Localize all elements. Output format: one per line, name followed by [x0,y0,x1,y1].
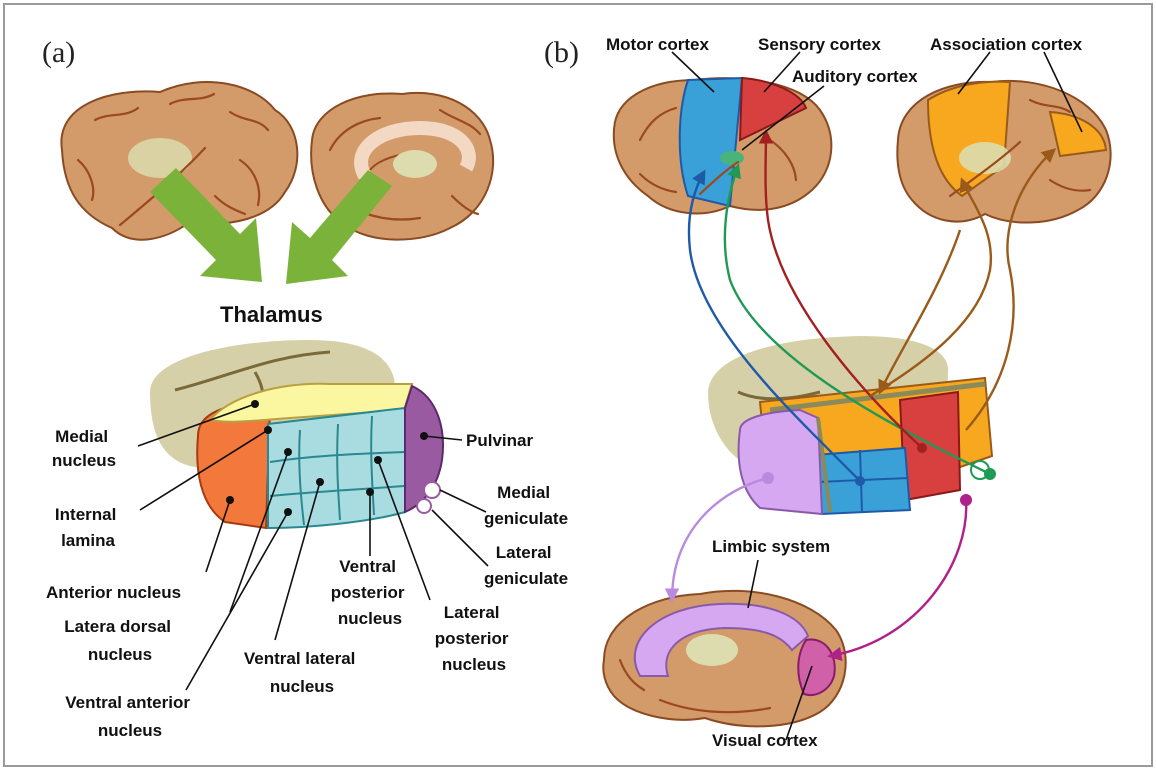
brain-limbic-visual [603,591,845,727]
label-pulvinar: Pulvinar [466,431,533,450]
label-auditory-cortex: Auditory cortex [792,67,918,86]
label-latera-dorsal-nucleus: Latera dorsal nucleus [64,617,176,664]
panel-a-label: (a) [42,36,75,69]
thalamus-title: Thalamus [220,302,323,327]
label-medial-nucleus: Medial nucleus [52,427,116,470]
label-limbic-system: Limbic system [712,537,830,556]
label-ventral-anterior-nucleus: Ventral anterior nucleus [65,693,194,740]
label-lateral-geniculate: Lateral geniculate [484,543,568,588]
thalamus-detail [150,340,443,528]
label-anterior-nucleus: Anterior nucleus [46,583,181,602]
path-visual [830,500,966,656]
brain-association [897,81,1110,223]
label-ventral-posterior-nucleus: Ventral posterior nucleus [331,557,409,628]
label-association-cortex: Association cortex [930,35,1083,54]
label-sensory-cortex: Sensory cortex [758,35,881,54]
label-medial-geniculate: Medial geniculate [484,483,568,528]
label-motor-cortex: Motor cortex [606,35,710,54]
label-visual-cortex: Visual cortex [712,731,818,750]
label-ventral-lateral-nucleus: Ventral lateral nucleus [244,649,360,696]
label-internal-lamina: Internal lamina [55,505,121,550]
brain-motor-sensory [614,78,832,213]
label-lateral-posterior-nucleus: Lateral posterior nucleus [435,603,513,674]
panel-b-label: (b) [544,36,579,69]
thalamus-projection [708,336,996,514]
